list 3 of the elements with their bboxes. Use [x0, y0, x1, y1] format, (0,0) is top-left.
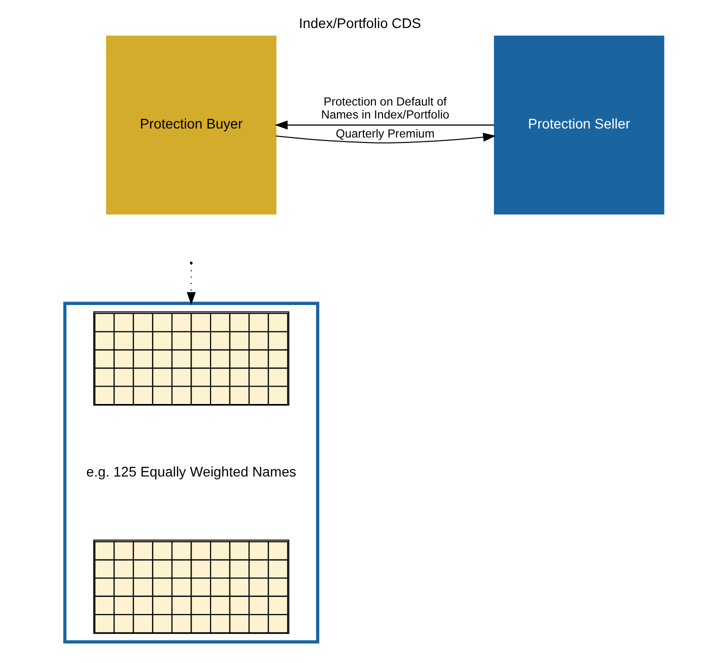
diagram-title: Index/Portfolio CDS: [298, 14, 422, 31]
edge-label: Quarterly Premium: [336, 128, 435, 141]
edge-label: Protection on Default of Names in Index/Portfolio: [321, 96, 450, 122]
